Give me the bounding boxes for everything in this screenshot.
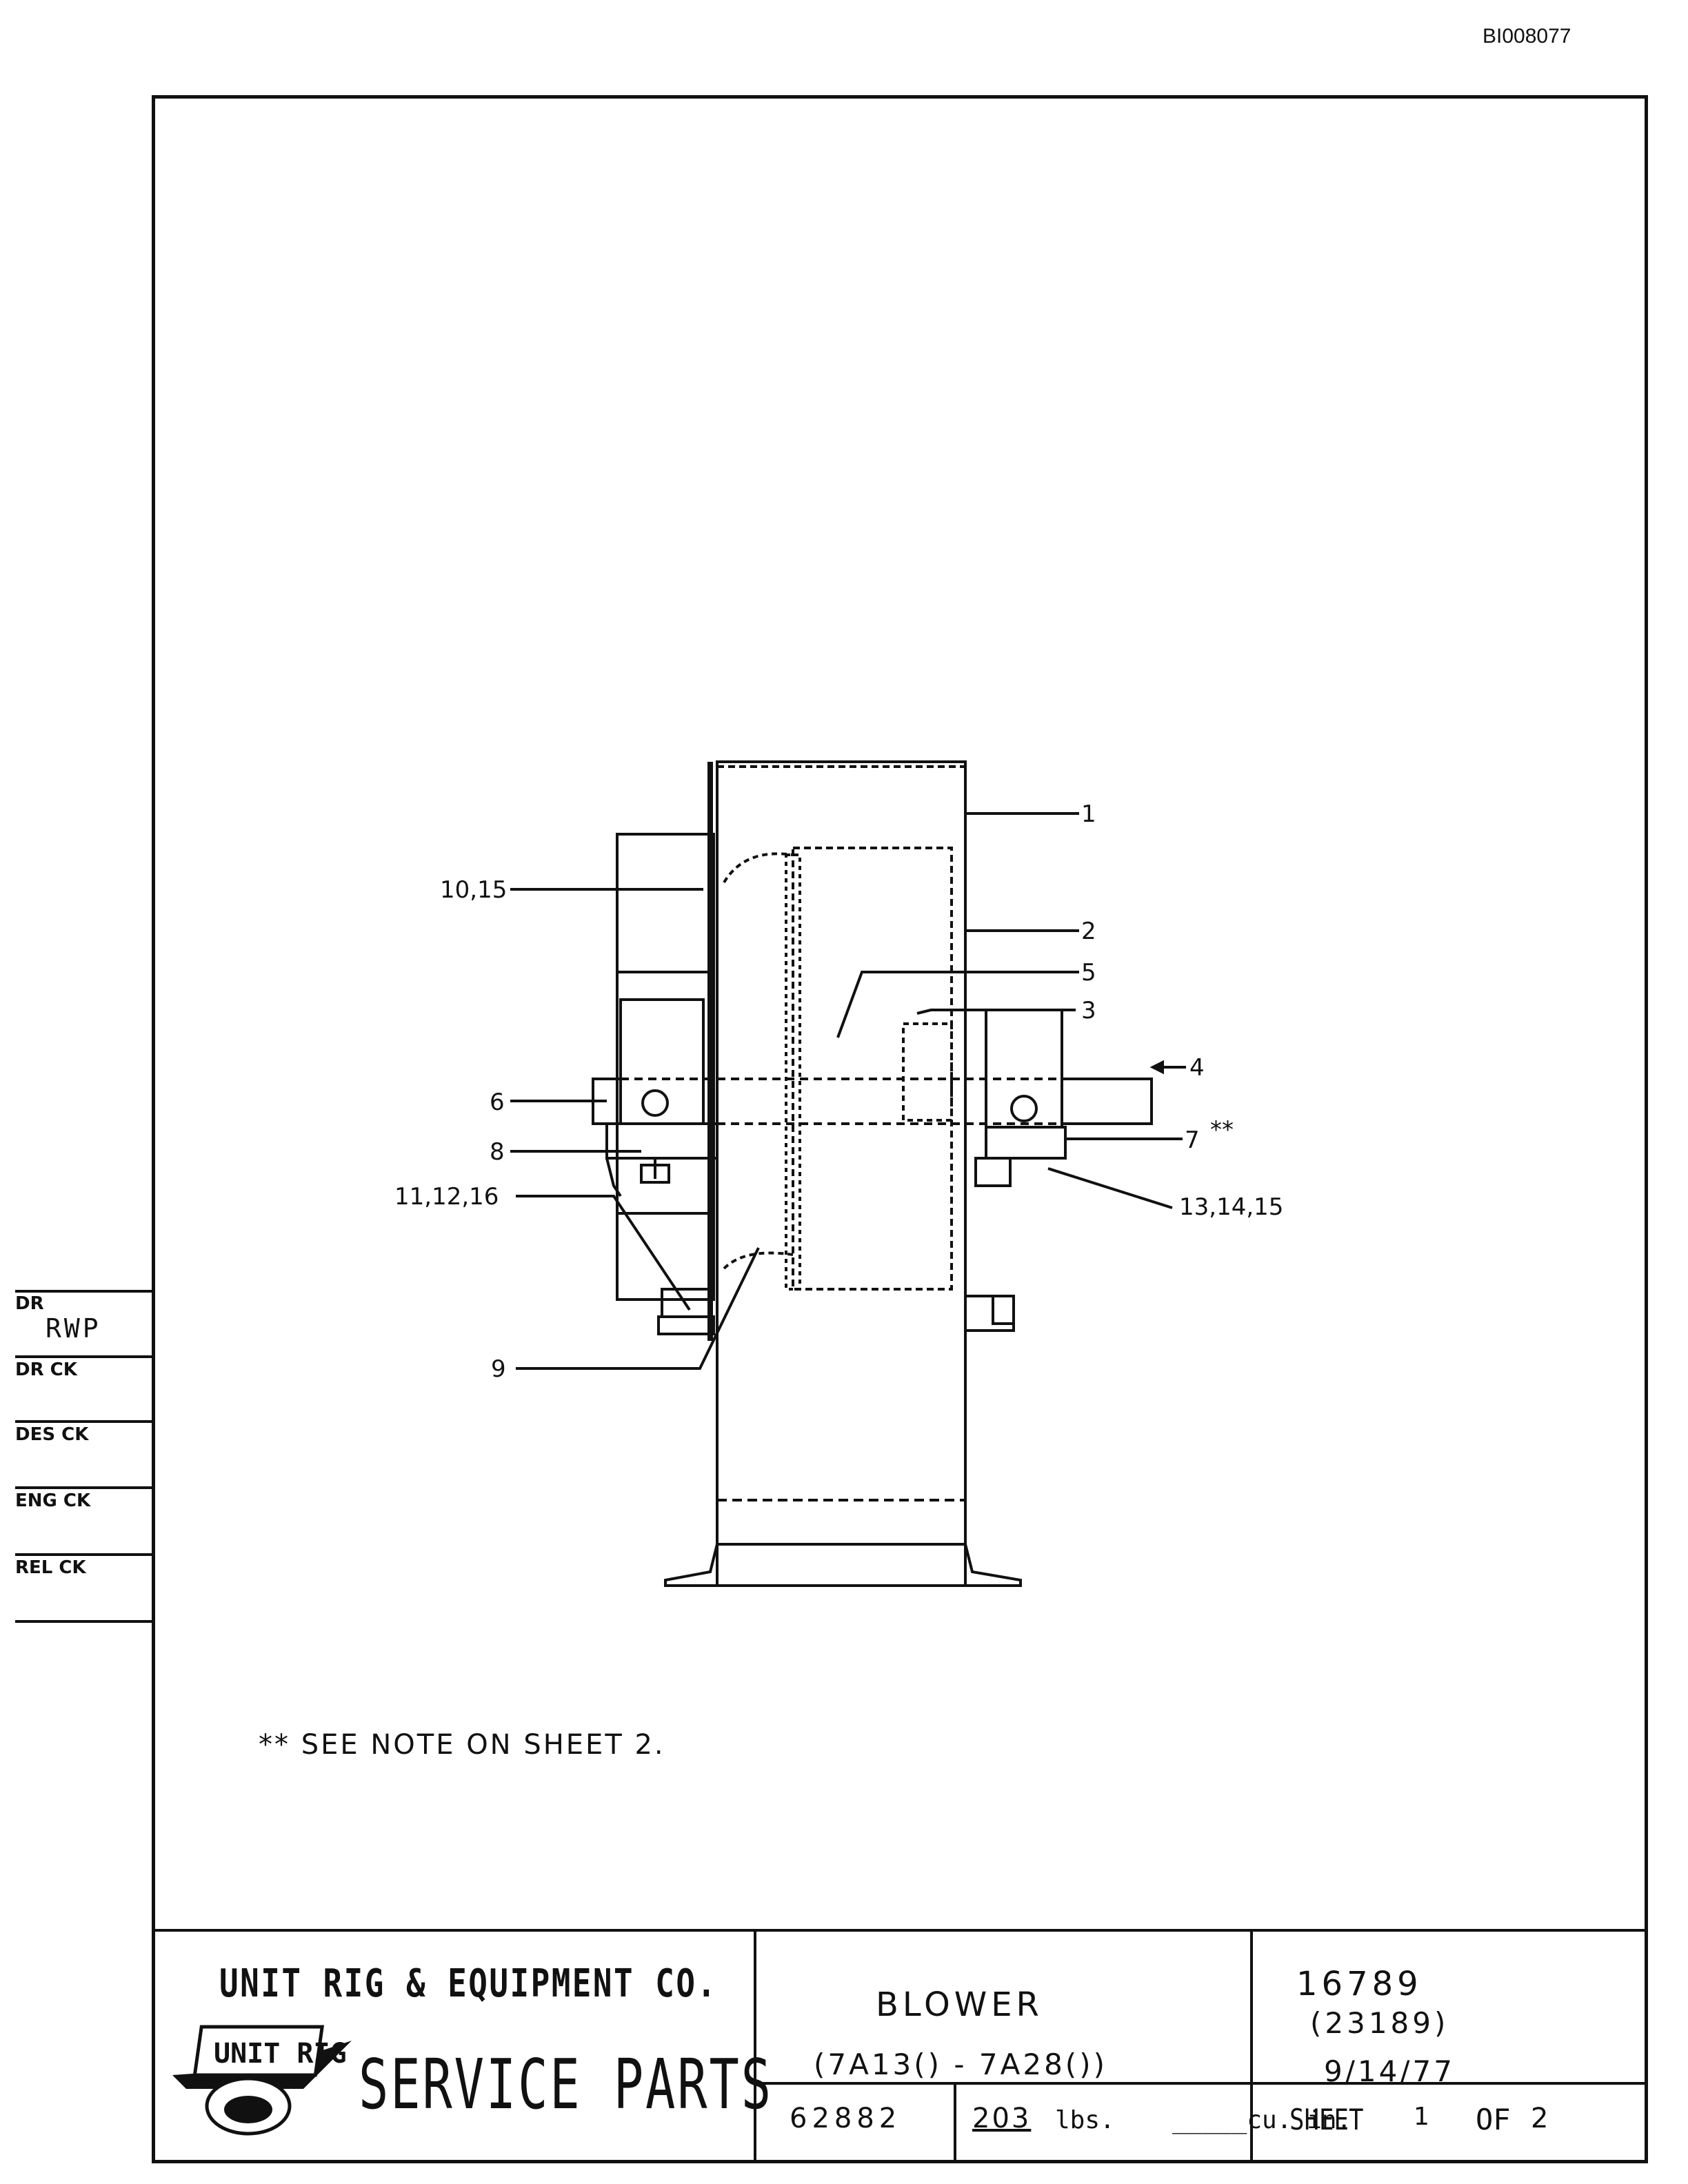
callout-2: 2 [1081, 918, 1096, 945]
rel-ck-label: REL CK [15, 1557, 86, 1578]
dr-label: DR [15, 1293, 44, 1314]
callout-8: 8 [490, 1138, 505, 1166]
callout-4: 4 [1189, 1054, 1205, 1082]
des-ck-label: DES CK [15, 1424, 89, 1445]
drawing-code: 62882 [790, 2103, 902, 2134]
impeller [792, 847, 953, 1291]
callout-7: 7 [1185, 1126, 1200, 1154]
left-bearing [619, 998, 705, 1125]
callout-9: 9 [491, 1355, 506, 1383]
callout-13-14-15: 13,14,15 [1179, 1193, 1283, 1221]
blower-housing [716, 760, 967, 1587]
alt-part-number: (23189) [1310, 2006, 1449, 2040]
sheet-note: ** SEE NOTE ON SHEET 2. [259, 1729, 665, 1761]
sheet-number: 1 [1414, 2103, 1429, 2131]
logo-text: UNIT RIG [214, 2038, 347, 2070]
drawing-date: 9/14/77 [1324, 2054, 1455, 2088]
callout-10-15: 10,15 [440, 876, 507, 904]
callout-1: 1 [1081, 800, 1096, 828]
sheet-total: 2 [1531, 2103, 1549, 2134]
sheet-label: SHEET [1289, 2103, 1364, 2136]
callout-6: 6 [490, 1089, 505, 1116]
weight-unit: lbs. [1055, 2106, 1115, 2134]
part-number: 16789 [1296, 1965, 1423, 2003]
drawing-frame [152, 95, 1648, 2163]
unit-rig-logo: UNIT RIG [172, 2025, 352, 2136]
shaft-end [1061, 1078, 1153, 1125]
callout-7-note-mark: ** [1210, 1116, 1234, 1144]
model-range: (7A13() - 7A28()) [814, 2048, 1107, 2081]
company-name: UNIT RIG & EQUIPMENT CO. [219, 1961, 718, 2006]
right-bearing [985, 1009, 1063, 1129]
callout-11-12-16: 11,12,16 [394, 1183, 499, 1211]
sheet-of-label: OF [1476, 2103, 1511, 2136]
weight-value: 203 [972, 2103, 1032, 2134]
drawing-title: BLOWER [876, 1985, 1043, 2024]
callout-3: 3 [1081, 997, 1096, 1024]
eng-ck-label: ENG CK [15, 1490, 91, 1511]
document-id: BI008077 [1483, 25, 1571, 48]
dr-ck-label: DR CK [15, 1359, 77, 1380]
dr-value: RWP [46, 1313, 101, 1344]
service-parts-label: SERVICE PARTS [359, 2044, 773, 2125]
volume-unit: _____cu. in. [1172, 2106, 1352, 2134]
callout-5: 5 [1081, 959, 1096, 987]
